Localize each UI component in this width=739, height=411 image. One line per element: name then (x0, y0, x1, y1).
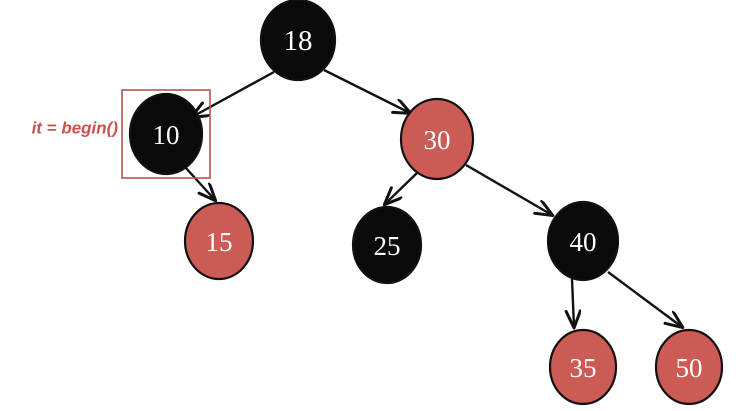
node-circle-50 (654, 328, 724, 406)
node-label-25: 25 (374, 231, 401, 261)
node-circle-18 (259, 0, 337, 82)
edges-layer (184, 68, 682, 327)
tree-node-50[interactable]: 50 (654, 328, 724, 406)
nodes-layer: 18 10 30 15 25 40 35 50 (128, 0, 724, 406)
node-circle-25 (351, 205, 423, 285)
node-label-50: 50 (676, 353, 703, 383)
node-circle-40 (546, 200, 620, 282)
tree-node-40[interactable]: 40 (546, 200, 620, 282)
tree-edge-n18-to-n10 (192, 70, 275, 117)
tree-node-30[interactable]: 30 (399, 97, 475, 181)
highlight-layer (121, 89, 211, 179)
node-label-30: 30 (424, 125, 451, 155)
tree-node-15[interactable]: 15 (183, 201, 255, 281)
tree-node-18[interactable]: 18 (259, 0, 337, 82)
node-label-40: 40 (570, 227, 597, 257)
tree-edge-n18-to-n30 (323, 68, 410, 113)
tree-edge-n40-to-n35 (572, 278, 574, 327)
node-circle-15 (183, 201, 255, 281)
highlight-box-begin (121, 89, 211, 179)
node-label-18: 18 (284, 25, 313, 57)
node-label-35: 35 (570, 353, 597, 383)
annotation-layer: it = begin() (32, 119, 119, 138)
node-circle-30 (399, 97, 475, 181)
tree-edge-n40-to-n50 (607, 271, 682, 327)
tree-edge-n10-to-n15 (184, 166, 215, 200)
node-label-10: 10 (153, 120, 180, 150)
tree-node-10[interactable]: 10 (128, 92, 204, 176)
node-circle-10 (128, 92, 204, 176)
iterator-annotation-label: it = begin() (32, 119, 119, 138)
tree-edge-n30-to-n40 (465, 163, 552, 215)
node-label-15: 15 (206, 227, 233, 257)
tree-node-25[interactable]: 25 (351, 205, 423, 285)
tree-edge-n30-to-n25 (385, 172, 418, 204)
node-circle-35 (548, 328, 618, 406)
tree-node-35[interactable]: 35 (548, 328, 618, 406)
